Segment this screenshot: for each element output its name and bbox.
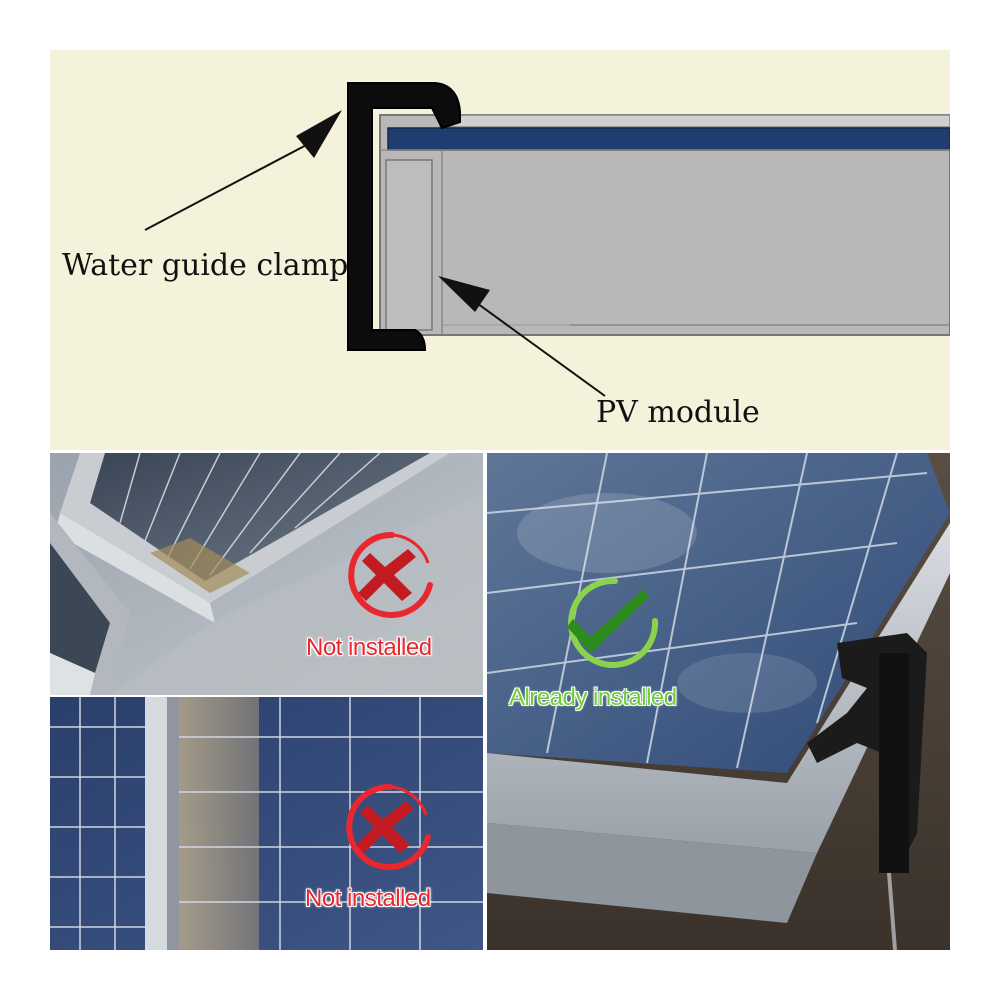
product-image: Water guide clamp PV module xyxy=(50,50,950,950)
clamp-cross-section xyxy=(144,82,950,397)
module-top-rim xyxy=(439,114,950,128)
not-installed-caption-bottom: Not installed xyxy=(305,885,431,912)
arrow-head-clamp xyxy=(296,110,342,158)
arrow-head-module xyxy=(438,276,490,312)
clamp-label: Water guide clamp xyxy=(62,248,349,283)
module-side-wall xyxy=(385,159,433,331)
photo-already-installed: Already installed xyxy=(487,453,950,950)
red-cross-icon xyxy=(348,531,433,618)
photo-not-installed-bottom: Not installed xyxy=(50,697,483,950)
water-guide-clamp xyxy=(347,82,461,351)
red-cross-icon xyxy=(346,783,431,870)
pv-module-label: PV module xyxy=(596,395,760,430)
module-glass xyxy=(387,127,950,151)
already-installed-caption: Already installed xyxy=(509,684,677,711)
photo-not-installed-top: Not installed xyxy=(50,453,483,695)
clamp-diagram: Water guide clamp PV module xyxy=(50,50,950,450)
not-installed-caption-top: Not installed xyxy=(306,634,432,661)
green-check-icon xyxy=(567,577,659,668)
